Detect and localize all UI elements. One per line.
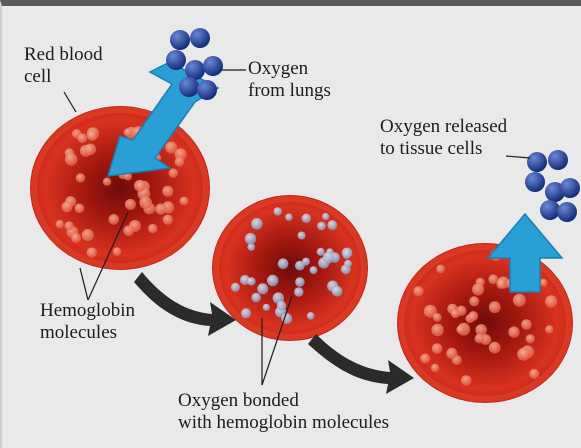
hemoglobin-dot [78,133,88,143]
bonded-oxygen-dot [274,207,282,215]
hemoglobin-dot [489,274,499,284]
hemoglobin-dot [472,283,484,295]
bonded-oxygen-dot [302,258,310,266]
red-blood-cell-3 [397,243,573,403]
hemoglobin-dot [508,326,519,337]
hemoglobin-dot [175,157,185,167]
hemoglobin-dot [489,342,501,354]
hemoglobin-dot [432,343,443,354]
bonded-oxygen-dot [247,277,255,285]
hemoglobin-dot [71,233,81,243]
hemoglobin-dot [109,214,120,225]
hemoglobin-dot [65,221,74,230]
hemoglobin-dot [451,309,460,318]
red-blood-cell-2 [212,195,368,341]
label-hemoglobin-molecules: Hemoglobin molecules [40,300,135,344]
hemoglobin-dot [436,265,445,274]
hemoglobin-dot [56,220,64,228]
label-oxygen-from-lungs: Oxygen from lungs [248,58,331,102]
label-oxygen-bonded: Oxygen bonded with hemoglobin molecules [178,390,389,434]
bonded-oxygen-dot [267,275,278,286]
oxygen-molecules-released [525,150,580,222]
bonded-oxygen-dot [332,286,343,297]
hemoglobin-dot [431,364,439,372]
leader-oxygen-released [506,156,530,158]
bonded-oxygen-dot [342,248,353,259]
hemoglobin-dot [469,296,479,306]
hemoglobin-dot [139,196,152,209]
hemoglobin-dot [413,286,423,296]
hemoglobin-dot [545,325,553,333]
hemoglobin-dot [517,348,530,361]
hemoglobin-dot [169,168,178,177]
hemoglobin-dot [475,324,487,336]
bonded-oxygen-dot [302,214,311,223]
bonded-oxygen-dot [323,252,335,264]
hemoglobin-dot [433,313,442,322]
hemoglobin-dot [87,130,97,140]
hemoglobin-dot [431,324,443,336]
bonded-oxygen-dot [285,213,292,220]
hemoglobin-dot [468,311,478,321]
bonded-oxygen-dot [263,304,270,311]
bonded-oxygen-dot [310,266,318,274]
bonded-oxygen-dot [245,233,256,244]
hemoglobin-dot [134,180,146,192]
bonded-oxygen-dot [241,308,251,318]
bonded-oxygen-dot [277,301,286,310]
red-blood-cell-1 [30,106,210,270]
hemoglobin-dot [420,354,430,364]
bonded-oxygen-dot [295,277,305,287]
hemoglobin-dot [521,319,532,330]
hemoglobin-dot [123,225,134,236]
bonded-oxygen-dot [247,243,255,251]
hemoglobin-dot [148,224,157,233]
hemoglobin-dot [87,247,97,257]
hemoglobin-dot [489,301,501,313]
hemoglobin-dot [513,294,526,307]
hemoglobin-dot [62,201,73,212]
bonded-oxygen-dot [251,293,260,302]
bonded-oxygen-dot [294,287,303,296]
hemoglobin-dot [125,199,136,210]
leader-red-blood-cell [64,92,76,112]
bonded-oxygen-dot [327,220,337,230]
hemoglobin-dot [497,279,507,289]
bonded-oxygen-dot [317,222,326,231]
hemoglobin-dot [82,229,94,241]
label-oxygen-released: Oxygen released to tissue cells [380,116,507,160]
hemoglobin-dot [456,325,464,333]
bonded-oxygen-dot [307,312,315,320]
hemoglobin-dot [163,215,173,225]
hemoglobin-dot [545,295,557,307]
hemoglobin-dot [461,375,472,386]
transition-arrow-2 [308,334,414,394]
bonded-oxygen-dot [231,283,240,292]
bonded-oxygen-dot [298,232,306,240]
hemoglobin-dot [155,204,166,215]
hemoglobin-dot [529,369,539,379]
hemoglobin-dot [475,334,485,344]
hemoglobin-dot [124,128,132,136]
bonded-oxygen-dot [322,213,329,220]
hemoglobin-dot [162,186,173,197]
hemoglobin-dot [75,204,85,214]
hemoglobin-dot [446,348,457,359]
hemoglobin-dot [180,197,189,206]
label-red-blood-cell: Red blood cell [24,44,103,88]
hemoglobin-dot [76,173,85,182]
bonded-oxygen-dot [344,260,352,268]
bonded-oxygen-dot [257,283,268,294]
hemoglobin-dot [65,153,78,166]
hemoglobin-dot [526,334,535,343]
bonded-oxygen-dot [278,258,289,269]
hemoglobin-dot [103,178,111,186]
leader-hemoglobin-1 [80,268,88,300]
hemoglobin-dot [85,144,97,156]
hemoglobin-dot [113,247,122,256]
bonded-oxygen-dot [251,218,263,230]
